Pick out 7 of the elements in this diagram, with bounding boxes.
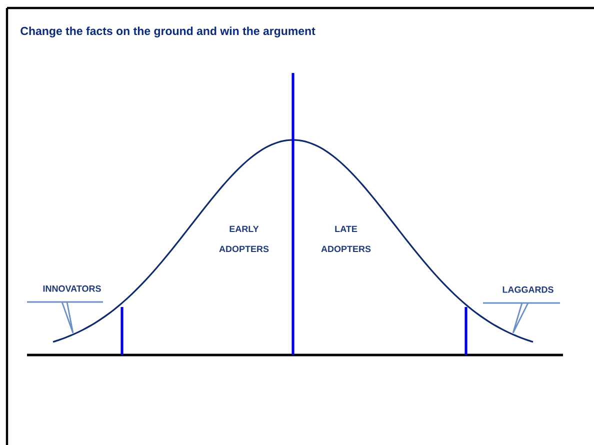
callout-label: INNOVATORS (27, 285, 103, 303)
title: Change the facts on the ground and win the argument (20, 26, 316, 38)
callout-tail (512, 302, 529, 334)
region-label: LATE ADOPTERS (321, 226, 371, 252)
callout-label: LAGGARDS (483, 286, 560, 304)
region-label: EARLY ADOPTERS (219, 226, 269, 252)
callout-tail (61, 302, 74, 334)
